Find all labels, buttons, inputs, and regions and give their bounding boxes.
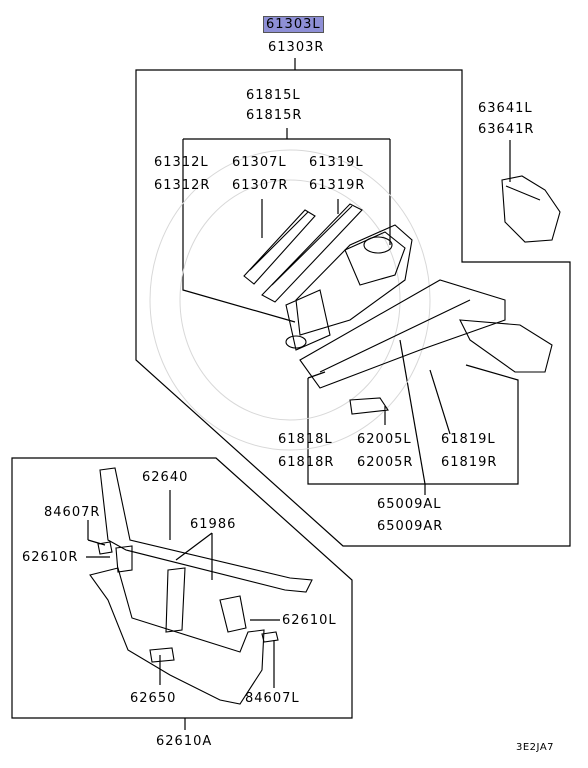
part-62640-upper-bar xyxy=(99,467,313,593)
part-61319-rail xyxy=(261,203,363,303)
part-strut-tower xyxy=(344,231,406,286)
part-number-61312R[interactable]: 61312R xyxy=(154,178,211,193)
part-number-62005L[interactable]: 62005L xyxy=(357,432,412,447)
part-number-61819L[interactable]: 61819L xyxy=(441,432,496,447)
diagram-code: 3E2JA7 xyxy=(516,742,555,753)
part-number-61986[interactable]: 61986 xyxy=(190,517,237,532)
part-65009-side xyxy=(299,279,506,389)
part-number-62610A[interactable]: 62610A xyxy=(156,734,213,749)
part-number-62610R[interactable]: 62610R xyxy=(22,550,79,565)
part-62610R-bracket xyxy=(115,545,133,573)
part-number-61319L[interactable]: 61319L xyxy=(309,155,364,170)
part-number-62005R[interactable]: 62005R xyxy=(357,455,414,470)
part-number-61819R[interactable]: 61819R xyxy=(441,455,498,470)
part-number-61818L[interactable]: 61818L xyxy=(278,432,333,447)
leader-61819 xyxy=(429,369,451,435)
part-number-84607L[interactable]: 84607L xyxy=(245,691,300,706)
part-number-61307R[interactable]: 61307R xyxy=(232,178,289,193)
part-number-62610L[interactable]: 62610L xyxy=(282,613,337,628)
part-84607R-clip xyxy=(97,541,113,555)
upper-parts xyxy=(243,175,561,415)
leader-65009A-up xyxy=(399,339,426,485)
part-62005-bracket xyxy=(349,397,389,415)
lower-parts xyxy=(89,467,313,705)
part-number-61303R[interactable]: 61303R xyxy=(268,40,325,55)
part-63641 xyxy=(501,175,561,243)
part-61819-rail xyxy=(459,319,553,373)
part-number-61307L[interactable]: 61307L xyxy=(232,155,287,170)
part-main-apron xyxy=(295,224,413,336)
part-number-63641L[interactable]: 63641L xyxy=(478,101,533,116)
lower-frame-outline xyxy=(11,457,353,719)
part-number-61319R[interactable]: 61319R xyxy=(309,178,366,193)
part-84607L-clip xyxy=(261,631,279,643)
part-number-63641R[interactable]: 63641R xyxy=(478,122,535,137)
part-61986-stay xyxy=(165,567,186,633)
part-number-61312L[interactable]: 61312L xyxy=(154,155,209,170)
part-number-65009AR[interactable]: 65009AR xyxy=(377,519,444,534)
part-number-62650[interactable]: 62650 xyxy=(130,691,177,706)
upper-frame-outline xyxy=(135,58,571,547)
part-62650-mount xyxy=(149,647,175,663)
part-number-61818R[interactable]: 61818R xyxy=(278,455,335,470)
part-number-61815L[interactable]: 61815L xyxy=(246,88,301,103)
part-61312 xyxy=(285,289,331,351)
part-number-61815R[interactable]: 61815R xyxy=(246,108,303,123)
part-number-62640[interactable]: 62640 xyxy=(142,470,189,485)
part-62610L-bracket xyxy=(219,595,247,633)
leader-61986 xyxy=(175,532,213,580)
bracket-61815 xyxy=(182,139,296,323)
watermark-emblem xyxy=(149,149,431,451)
part-number-65009AL[interactable]: 65009AL xyxy=(377,497,442,512)
part-61307-rail xyxy=(243,209,316,285)
part-62610A-frame xyxy=(89,567,265,705)
part-number-highlighted[interactable]: 61303L xyxy=(263,16,324,33)
part-number-84607R[interactable]: 84607R xyxy=(44,505,101,520)
